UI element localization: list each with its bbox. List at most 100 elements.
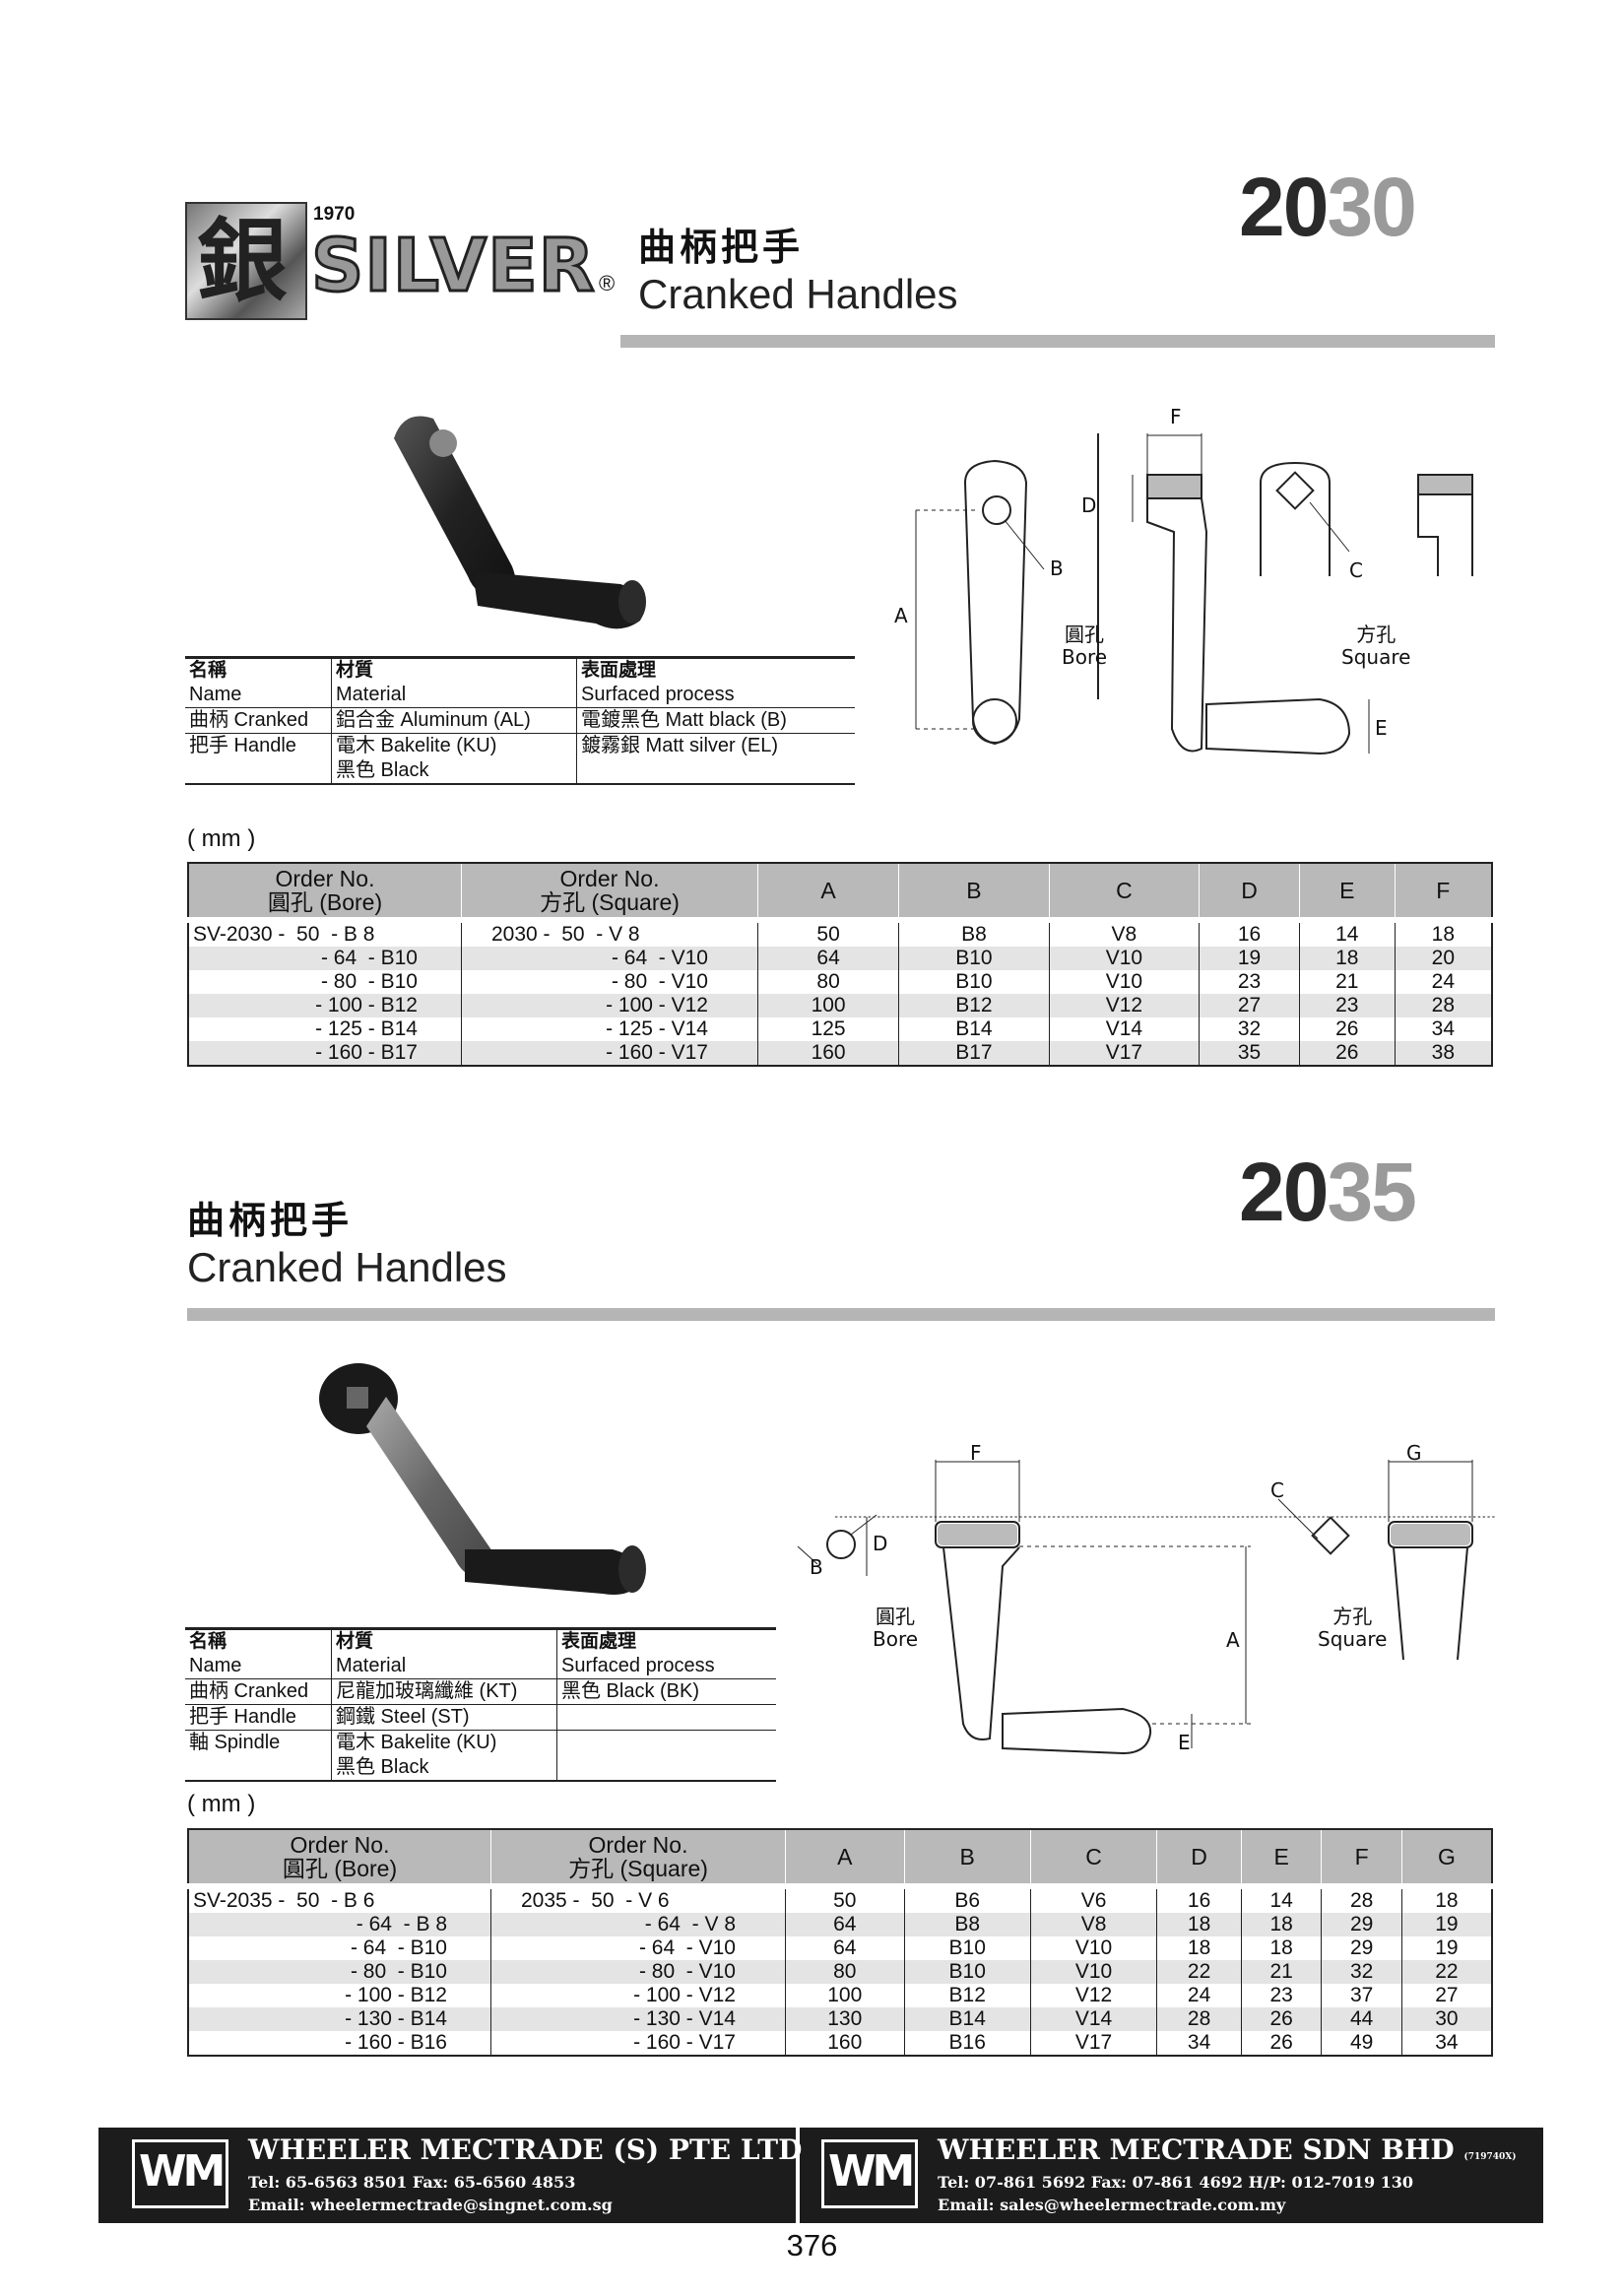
table-cell: 64 [785, 1913, 905, 1936]
table-cell: - 130 - B14 [188, 2007, 491, 2031]
table-cell: 16 [1199, 917, 1300, 947]
table-cell: - 64 - B10 [188, 947, 462, 970]
table-cell: 64 [756, 947, 899, 970]
section1-product-photo [394, 416, 646, 629]
table-cell: - 64 - B 8 [188, 1913, 491, 1936]
table-cell: 27 [1400, 1984, 1492, 2007]
registered-mark: ® [599, 271, 616, 295]
section2-product-code: 2035 [1239, 1146, 1417, 1238]
s2-dim-A: A [1226, 1628, 1240, 1652]
table-cell: 37 [1321, 1984, 1402, 2007]
table-cell: - 100 - B12 [188, 994, 462, 1017]
table-cell: B10 [903, 1960, 1031, 1984]
section2-material-table: 名稱 材質 表面處理 Name Material Surfaced proces… [185, 1626, 776, 1782]
table-cell: 19 [1199, 947, 1300, 970]
table-cell: 29 [1321, 1936, 1402, 1960]
table-cell: 18 [1156, 1913, 1242, 1936]
table-cell: 21 [1240, 1960, 1322, 1984]
wm-logo-icon: WM [132, 2139, 228, 2208]
table-cell: V8 [1029, 1913, 1157, 1936]
table-cell: V10 [1048, 970, 1200, 994]
brand-name: SILVER [310, 224, 597, 308]
table-cell: - 160 - V17 [461, 1041, 758, 1066]
table-cell: V6 [1029, 1883, 1157, 1913]
table-cell: 27 [1199, 994, 1300, 1017]
s2-dim-E: E [1178, 1731, 1191, 1754]
s1-square-label: 方孔 Square [1341, 623, 1411, 669]
section2-rule [187, 1308, 1495, 1321]
footer-left: WM WHEELER MECTRADE (S) PTE LTD Tel: 65-… [98, 2128, 802, 2223]
section2-order-table: Order No.圓孔 (Bore) Order No.方孔 (Square) … [187, 1828, 1493, 2057]
table-cell: - 160 - B16 [345, 2031, 447, 2054]
table-cell: 19 [1400, 1913, 1492, 1936]
table-cell: 18 [1156, 1936, 1242, 1960]
table-cell: 125 [756, 1017, 899, 1041]
table-cell: 64 [785, 1936, 905, 1960]
table-cell: 22 [1156, 1960, 1242, 1984]
table-cell: 23 [1199, 970, 1300, 994]
table-cell: - 64 - B10 [350, 1936, 447, 1959]
s2-dim-G: G [1406, 1441, 1422, 1465]
table-cell: 2035 - 50 - V 6 [490, 1883, 786, 1913]
s1-dim-B: B [1050, 557, 1064, 580]
section2-unit: ( mm ) [187, 1791, 256, 1817]
table-cell: 32 [1199, 1017, 1300, 1041]
table-cell: B10 [898, 970, 1050, 994]
table-cell: 28 [1321, 1883, 1402, 1913]
table-cell: - 80 - V10 [461, 970, 758, 994]
table-cell: 18 [1394, 917, 1492, 947]
table-cell: 26 [1240, 2007, 1322, 2031]
table-cell: - 64 - V10 [461, 947, 758, 970]
table-cell: 26 [1240, 2031, 1322, 2056]
table-cell: 18 [1240, 1936, 1322, 1960]
s1-dim-C: C [1349, 558, 1363, 582]
table-cell: 49 [1321, 2031, 1402, 2056]
table-cell: 18 [1400, 1883, 1492, 1913]
table-cell: 28 [1394, 994, 1492, 1017]
brand-year: 1970 [313, 204, 356, 225]
wm-logo-icon: WM [821, 2139, 918, 2208]
table-cell: 21 [1298, 970, 1396, 994]
table-cell: 16 [1156, 1883, 1242, 1913]
table-cell: - 80 - B10 [320, 970, 418, 993]
table-cell: 14 [1240, 1883, 1322, 1913]
s1-dim-F: F [1170, 405, 1182, 428]
table-cell: V8 [1048, 917, 1200, 947]
table-cell: 20 [1394, 947, 1492, 970]
table-cell: - 80 - B10 [188, 1960, 491, 1984]
table-cell: V12 [1029, 1984, 1157, 2007]
table-cell: 30 [1400, 2007, 1492, 2031]
table-cell: SV-2030 - 50 - B 8 [188, 917, 462, 947]
table-cell: - 64 - V 8 [490, 1913, 786, 1936]
table-cell: 26 [1298, 1041, 1396, 1066]
table-cell: 14 [1298, 917, 1396, 947]
s1-dim-D: D [1081, 493, 1097, 517]
table-cell: 34 [1394, 1017, 1492, 1041]
table-cell: - 100 - V12 [490, 1984, 786, 2007]
table-cell: - 64 - V10 [490, 1936, 786, 1960]
section2-title-en: Cranked Handles [187, 1244, 507, 1290]
table-cell: B10 [903, 1936, 1031, 1960]
table-cell: 34 [1156, 2031, 1242, 2056]
table-cell: V12 [1048, 994, 1200, 1017]
s1-bore-label: 圓孔 Bore [1062, 623, 1108, 669]
table-cell: 24 [1394, 970, 1492, 994]
table-cell: 23 [1298, 994, 1396, 1017]
table-cell: B12 [898, 994, 1050, 1017]
table-cell: 22 [1400, 1960, 1492, 1984]
table-cell: V17 [1048, 1041, 1200, 1066]
s2-dim-D: D [873, 1532, 888, 1555]
table-cell: - 160 - B17 [188, 1041, 462, 1066]
section2-technical-drawing [797, 1460, 1497, 1755]
table-cell: 100 [785, 1984, 905, 2007]
table-cell: - 100 - B12 [345, 1984, 447, 2006]
table-cell: B6 [903, 1883, 1031, 1913]
table-cell: 50 [756, 917, 899, 947]
table-cell: B16 [903, 2031, 1031, 2056]
table-cell: V10 [1048, 947, 1200, 970]
